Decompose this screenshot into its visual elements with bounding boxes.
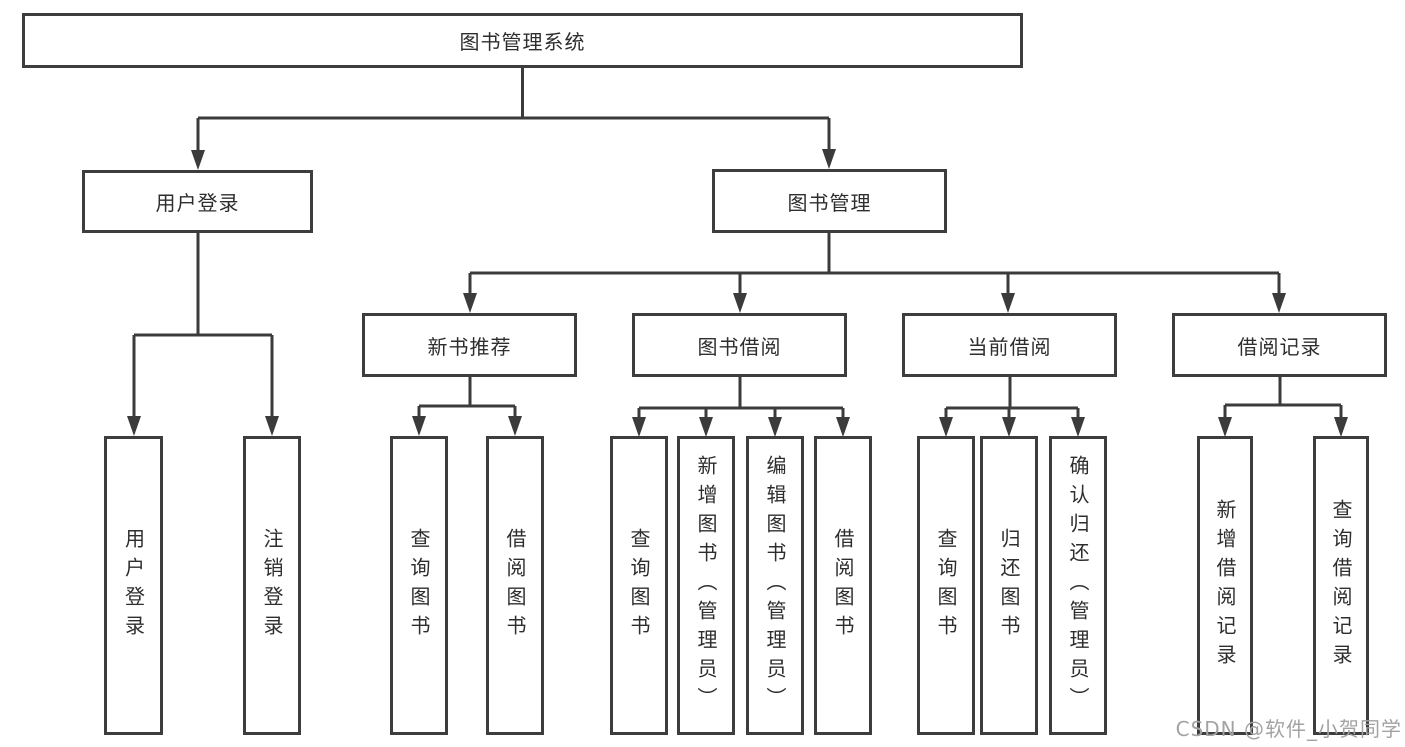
leaf-logout: 注销登录 <box>243 436 301 735</box>
leaf-bb-borrow-books-label: 借阅图书 <box>831 527 855 644</box>
leaf-user-login-label: 用户登录 <box>121 527 146 644</box>
leaf-cb-confirm-return-admin-label: 确认归还（管理员） <box>1066 455 1090 716</box>
leaf-br-add-borrow-record-label: 新增借阅记录 <box>1213 498 1237 673</box>
connector-new-book-recommend-to-leaves <box>417 377 517 424</box>
connector-user-login-to-leaves <box>132 233 274 424</box>
node-root-label: 图书管理系统 <box>459 30 586 54</box>
csdn-watermark: CSDN @软件_小贺同学 <box>1175 717 1402 741</box>
leaf-bb-query-books-label: 查询图书 <box>627 527 651 644</box>
node-borrow-records: 借阅记录 <box>1172 313 1387 377</box>
leaf-user-login: 用户登录 <box>104 436 163 735</box>
leaf-bb-add-books-admin-label: 新增图书（管理员） <box>694 455 718 716</box>
node-current-borrow-label: 当前借阅 <box>967 334 1052 359</box>
leaf-nbr-borrow-books-label: 借阅图书 <box>503 527 527 644</box>
leaf-br-query-borrow-record-label: 查询借阅记录 <box>1329 498 1353 673</box>
node-book-management-label: 图书管理 <box>787 190 872 215</box>
connector-root-to-level2 <box>196 68 831 158</box>
leaf-cb-confirm-return-admin: 确认归还（管理员） <box>1049 436 1107 735</box>
leaf-cb-query-books-label: 查询图书 <box>934 527 958 644</box>
leaf-cb-return-books-label: 归还图书 <box>997 527 1021 644</box>
leaf-nbr-borrow-books: 借阅图书 <box>486 436 544 735</box>
node-borrow-records-label: 借阅记录 <box>1237 334 1322 359</box>
node-user-login-label: 用户登录 <box>155 191 240 215</box>
node-root: 图书管理系统 <box>22 13 1023 68</box>
leaf-br-query-borrow-record: 查询借阅记录 <box>1313 436 1369 735</box>
node-book-borrow: 图书借阅 <box>632 313 847 377</box>
leaf-bb-query-books: 查询图书 <box>610 436 668 735</box>
node-new-book-recommend: 新书推荐 <box>362 313 577 377</box>
leaf-br-add-borrow-record: 新增借阅记录 <box>1197 436 1253 735</box>
leaf-bb-edit-books-admin-label: 编辑图书（管理员） <box>763 455 787 716</box>
node-new-book-recommend-label: 新书推荐 <box>427 334 512 359</box>
leaf-logout-label: 注销登录 <box>260 527 284 644</box>
leaf-bb-borrow-books: 借阅图书 <box>814 436 872 735</box>
connector-borrow-records-to-leaves <box>1223 377 1343 424</box>
connector-book-borrow-to-leaves <box>637 377 845 425</box>
leaf-cb-query-books: 查询图书 <box>917 436 975 735</box>
leaf-nbr-query-books-label: 查询图书 <box>407 527 431 644</box>
connector-current-borrow-to-leaves <box>944 377 1080 425</box>
node-current-borrow: 当前借阅 <box>902 313 1117 377</box>
node-book-management: 图书管理 <box>712 169 947 233</box>
leaf-cb-return-books: 归还图书 <box>980 436 1038 735</box>
node-user-login: 用户登录 <box>82 170 313 233</box>
leaf-nbr-query-books: 查询图书 <box>390 436 448 735</box>
node-book-borrow-label: 图书借阅 <box>697 334 782 359</box>
leaf-bb-add-books-admin: 新增图书（管理员） <box>677 436 735 735</box>
connector-book-management-to-level3 <box>468 233 1281 301</box>
leaf-bb-edit-books-admin: 编辑图书（管理员） <box>746 436 804 735</box>
